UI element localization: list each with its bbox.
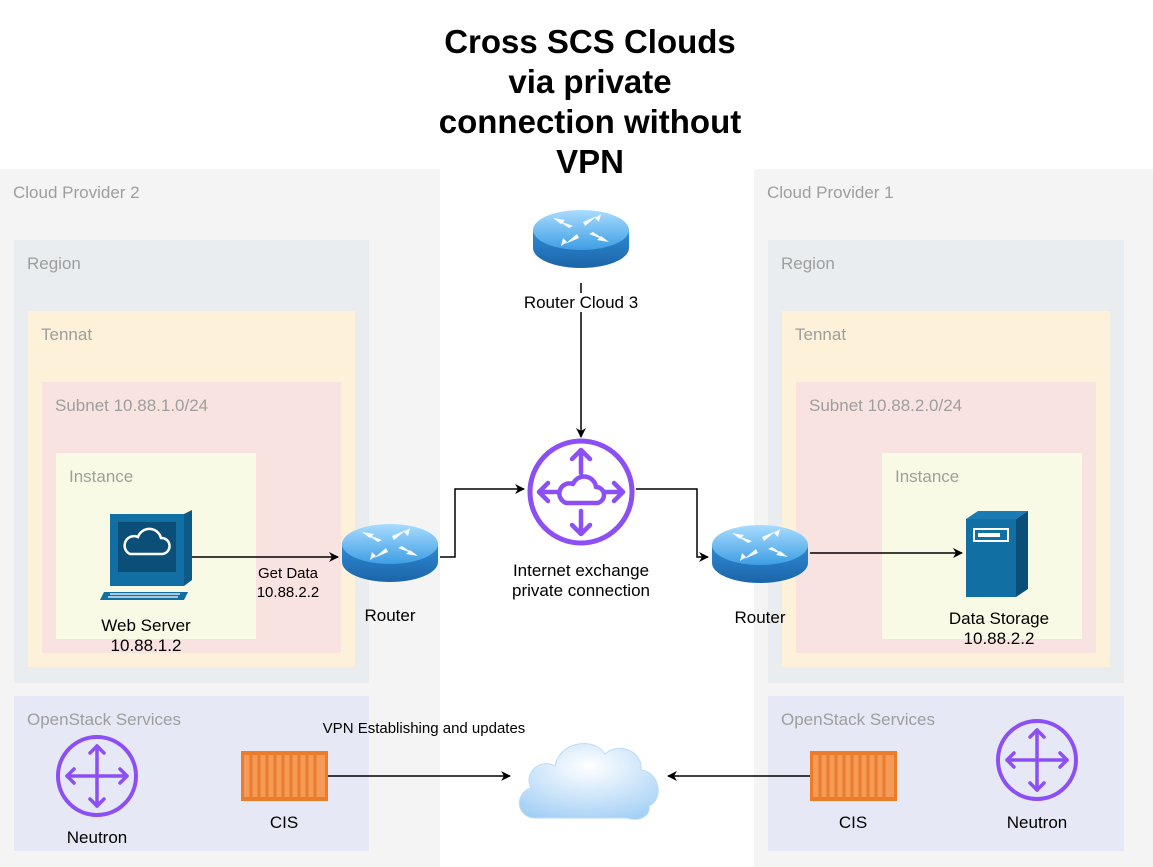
cis-label: CIS: [838, 813, 868, 832]
neutron-icon: [996, 719, 1078, 801]
provider-label: Cloud Provider 1: [767, 183, 894, 202]
cis-label: CIS: [269, 813, 299, 832]
region-label: Region: [27, 254, 81, 273]
data-storage-ip: 10.88.2.2: [963, 629, 1035, 648]
neutron-icon: [56, 735, 138, 817]
ix-label-line2: private connection: [512, 581, 650, 600]
ix-to-router-edge: [636, 488, 709, 562]
tenant-label: Tennat: [795, 325, 847, 344]
router-icon: [340, 520, 440, 584]
vpn-label: VPN Establishing and updates: [322, 720, 526, 737]
web-server-ip: 10.88.1.2: [110, 636, 182, 655]
neutron-label: Neutron: [1006, 813, 1068, 832]
cis-container-icon: [241, 751, 328, 801]
services-label: OpenStack Services: [781, 710, 936, 729]
cloud-icon: [519, 743, 659, 820]
subnet-label: Subnet 10.88.1.0/24: [55, 396, 209, 415]
web-server-name: Web Server: [101, 616, 191, 635]
router-icon: [531, 206, 631, 270]
diagram-title: Cross SCS Clouds via private connection …: [438, 23, 742, 180]
region-label: Region: [781, 254, 835, 273]
router-label: Router: [734, 608, 786, 627]
data-storage-name: Data Storage: [948, 609, 1050, 628]
router-label: Router: [364, 606, 416, 625]
data-storage-icon: [966, 511, 1028, 597]
get-data-ip-label: 10.88.2.2: [256, 584, 320, 601]
web-server-icon: [100, 510, 192, 600]
router-icon: [710, 521, 810, 585]
router-cloud3-label: Router Cloud 3: [523, 293, 639, 312]
cis-container-icon: [810, 751, 897, 801]
instance-label: Instance: [69, 467, 134, 486]
tenant-label: Tennat: [41, 325, 93, 344]
ix-label-line1: Internet exchange: [512, 561, 650, 580]
router-to-ix-edge: [440, 484, 525, 558]
provider-label: Cloud Provider 2: [13, 183, 140, 202]
get-data-label: Get Data: [257, 565, 319, 582]
neutron-label: Neutron: [66, 828, 128, 847]
services-label: OpenStack Services: [27, 710, 182, 729]
subnet-label: Subnet 10.88.2.0/24: [809, 396, 963, 415]
internet-exchange-icon: [527, 438, 635, 546]
instance-label: Instance: [895, 467, 960, 486]
